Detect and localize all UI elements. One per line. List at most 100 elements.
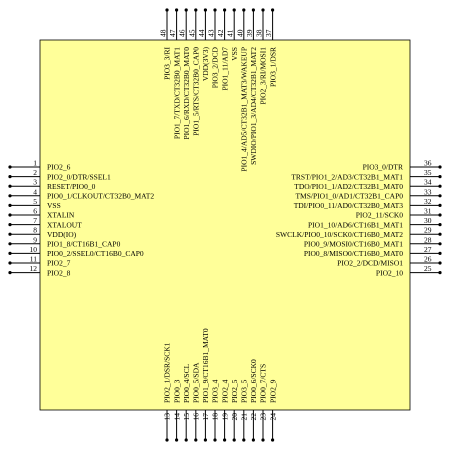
pin-number-12: 12 xyxy=(30,264,38,273)
pin-end-dot-20 xyxy=(232,438,236,442)
pin-label-45: PIO1_5/RTS/CT32B0_CAP0 xyxy=(192,47,201,136)
pin-end-dot-27 xyxy=(438,251,442,255)
pin-label-28: PIO0_9/MOSI0/CT16B0_MAT1 xyxy=(304,240,403,249)
pin-label-30: PIO1_10/AD6/CT16B1_MAT1 xyxy=(308,220,403,229)
pin-label-14: PIO0_3 xyxy=(172,379,181,403)
pin-end-dot-38 xyxy=(261,8,265,12)
pin-label-16: PIO0_5/SDA xyxy=(192,362,201,403)
pin-label-21: PIO3_5 xyxy=(240,379,249,403)
pin-label-13: PIO2_1/DSR/SCK1 xyxy=(163,342,172,403)
pin-number-34: 34 xyxy=(424,178,432,187)
pin-number-42: 42 xyxy=(216,29,225,37)
pin-label-38: PIO2_3/RI/MOSI1 xyxy=(259,47,268,105)
pin-end-dot-2 xyxy=(8,175,12,179)
pin-number-31: 31 xyxy=(424,207,432,216)
pin-number-33: 33 xyxy=(424,187,432,196)
pin-number-41: 41 xyxy=(226,29,235,37)
pin-end-dot-19 xyxy=(223,438,227,442)
pin-label-40: PIO1_4/AD5/CT32B1_MAT3/WAKEUP xyxy=(240,47,249,172)
pin-label-46: PIO1_6/RXD/CT32B0_MAT0 xyxy=(182,47,191,140)
pin-end-dot-41 xyxy=(232,8,236,12)
pin-number-35: 35 xyxy=(424,168,432,177)
pin-end-dot-15 xyxy=(184,438,188,442)
pin-label-23: PIO0_7/CTS xyxy=(259,364,268,403)
pin-end-dot-4 xyxy=(8,194,12,198)
pin-end-dot-35 xyxy=(438,175,442,179)
pin-label-6: XTALIN xyxy=(47,211,75,220)
pin-number-30: 30 xyxy=(424,216,432,225)
pin-end-dot-22 xyxy=(251,438,255,442)
pin-label-24: PIO2_9 xyxy=(268,379,277,403)
pin-number-20: 20 xyxy=(230,413,239,421)
pin-number-47: 47 xyxy=(168,29,177,37)
pin-label-29: SWCLK/PIO0_10/SCK0/CT16B0_MAT2 xyxy=(276,230,403,239)
pin-end-dot-23 xyxy=(261,438,265,442)
pin-number-19: 19 xyxy=(220,413,229,421)
pin-end-dot-29 xyxy=(438,232,442,236)
pin-end-dot-26 xyxy=(438,261,442,265)
pin-end-dot-32 xyxy=(438,203,442,207)
pin-number-37: 37 xyxy=(264,29,273,37)
pin-end-dot-13 xyxy=(165,438,169,442)
pin-end-dot-6 xyxy=(8,213,12,217)
pin-number-29: 29 xyxy=(424,226,432,235)
pin-number-46: 46 xyxy=(178,29,187,37)
pin-label-7: XTALOUT xyxy=(47,220,82,229)
pin-number-21: 21 xyxy=(240,413,249,421)
pin-end-dot-17 xyxy=(203,438,207,442)
pin-end-dot-47 xyxy=(175,8,179,12)
pin-end-dot-1 xyxy=(8,165,12,169)
pin-end-dot-40 xyxy=(242,8,246,12)
pin-label-34: TDO/PIO1_1/AD2/CT32B1_MAT0 xyxy=(294,182,403,191)
pin-number-13: 13 xyxy=(163,413,172,421)
pin-label-12: PIO2_8 xyxy=(47,268,71,277)
pin-label-37: PIO3_1/DSR xyxy=(268,47,277,87)
pin-label-43: PIO3_2/DCD xyxy=(211,46,220,88)
pin-end-dot-34 xyxy=(438,184,442,188)
pin-end-dot-45 xyxy=(194,8,198,12)
pin-label-47: PIO1_7/TXD/CT32B0_MAT1 xyxy=(172,47,181,139)
pin-number-38: 38 xyxy=(255,29,264,37)
pin-end-dot-12 xyxy=(8,271,12,275)
pin-number-6: 6 xyxy=(33,207,37,216)
pin-end-dot-5 xyxy=(8,203,12,207)
pin-label-22: PIO0_6/SCK0 xyxy=(249,359,258,403)
pin-label-33: TMS/PIO1_0/AD1/CT32B1_CAP0 xyxy=(295,192,403,201)
pin-label-27: PIO0_8/MISO0/CT16B0_MAT0 xyxy=(304,249,403,258)
pin-end-dot-21 xyxy=(242,438,246,442)
pin-label-20: PIO2_5 xyxy=(230,379,239,403)
pin-number-24: 24 xyxy=(268,413,277,421)
pin-number-7: 7 xyxy=(33,216,37,225)
pin-end-dot-48 xyxy=(165,8,169,12)
pin-label-9: PIO1_8/CT16B1_CAP0 xyxy=(47,240,121,249)
pin-end-dot-42 xyxy=(223,8,227,12)
pin-end-dot-43 xyxy=(213,8,217,12)
pin-end-dot-24 xyxy=(271,438,275,442)
pin-label-11: PIO2_7 xyxy=(47,259,71,268)
pin-label-17: PIO1_9/CT16B1_MAT0 xyxy=(201,328,210,403)
pin-label-36: PIO3_0/DTR xyxy=(363,163,403,172)
pin-number-45: 45 xyxy=(187,29,196,37)
pin-end-dot-28 xyxy=(438,242,442,246)
pin-label-39: SWDIO/PIO1_3/AD4/CT32B1_MAT2 xyxy=(249,47,258,165)
pin-number-1: 1 xyxy=(33,159,37,168)
pin-number-43: 43 xyxy=(207,29,216,37)
pin-number-4: 4 xyxy=(33,187,37,196)
pin-end-dot-14 xyxy=(175,438,179,442)
pin-number-48: 48 xyxy=(159,29,168,37)
pin-label-1: PIO2_6 xyxy=(47,163,71,172)
pin-number-28: 28 xyxy=(424,235,432,244)
pin-number-5: 5 xyxy=(33,197,37,206)
pins-layer xyxy=(8,8,442,442)
pin-end-dot-18 xyxy=(213,438,217,442)
pin-number-18: 18 xyxy=(211,413,220,421)
pin-number-10: 10 xyxy=(30,245,38,254)
pin-end-dot-16 xyxy=(194,438,198,442)
pin-number-8: 8 xyxy=(33,226,37,235)
pin-number-27: 27 xyxy=(424,245,432,254)
pin-number-26: 26 xyxy=(424,255,432,264)
pin-number-39: 39 xyxy=(245,29,254,37)
pin-number-11: 11 xyxy=(30,255,37,264)
pin-number-32: 32 xyxy=(424,197,432,206)
